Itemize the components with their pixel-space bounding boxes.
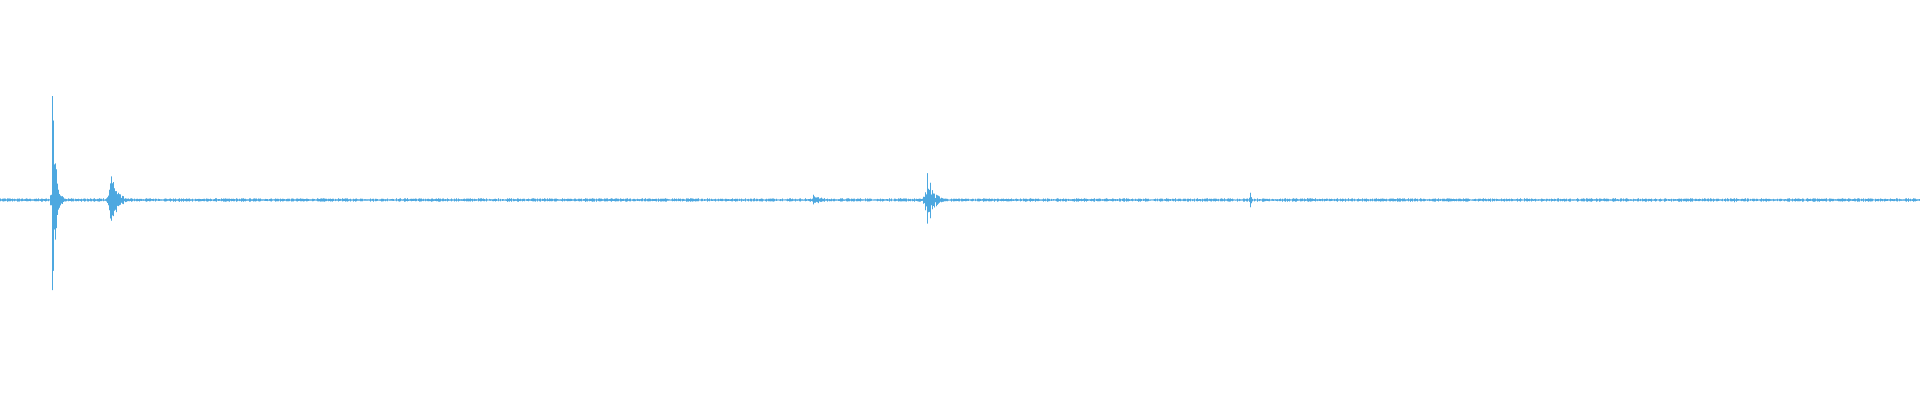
waveform-trace [0, 96, 1920, 291]
waveform-samples [0, 96, 1920, 291]
